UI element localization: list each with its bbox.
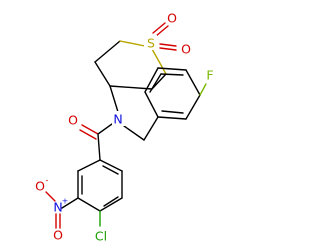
svg-text:O: O (181, 42, 191, 57)
atom-o-nitro-minus: O - (35, 176, 48, 194)
bond-ring-n (109, 85, 119, 113)
chemical-structure: S O O N O F O - N + O Cl (35, 11, 214, 244)
atom-s: S (144, 35, 157, 51)
nitro-group (45, 191, 79, 229)
svg-text:O: O (35, 179, 45, 194)
atom-o-nitro: O (53, 228, 63, 243)
bond-n-carbonyl (97, 123, 113, 135)
svg-text:-: - (46, 176, 49, 185)
atom-o-sulfonyl-1: O (167, 11, 177, 26)
svg-text:Cl: Cl (95, 229, 107, 244)
atom-n-nitro: N + (53, 197, 68, 215)
svg-text:O: O (68, 113, 78, 128)
svg-text:N: N (113, 112, 122, 127)
svg-text:S: S (147, 36, 155, 51)
atom-o-sulfonyl-2: O (181, 42, 191, 57)
atom-o-amide: O (68, 113, 78, 128)
svg-text:O: O (53, 228, 63, 243)
atom-f: F (206, 68, 213, 83)
chloronitrophenyl-ring (77, 159, 123, 212)
svg-text:F: F (206, 68, 213, 83)
bond-c-f (199, 83, 207, 96)
svg-text:+: + (62, 197, 69, 206)
atom-n-amide: N (112, 111, 125, 127)
bond-carbonyl-ring (97, 133, 101, 161)
bond-n-ch2 (123, 125, 145, 141)
sulfolane-ring (94, 40, 167, 90)
atom-cl: Cl (95, 229, 107, 244)
sulfonyl-bonds (152, 22, 177, 51)
svg-text:N: N (53, 200, 62, 215)
bond-ch2-ring (143, 116, 159, 141)
fluorophenyl-ring (144, 67, 201, 120)
svg-text:O: O (167, 11, 177, 26)
carbonyl-bond (79, 124, 99, 140)
